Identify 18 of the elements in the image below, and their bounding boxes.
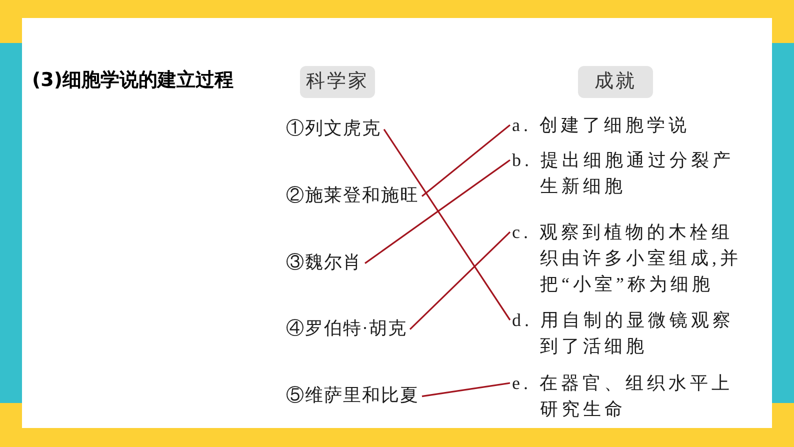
achievement-text: b. 提出细胞通过分裂产生新细胞: [512, 147, 744, 199]
column-header: 科学家: [300, 66, 375, 98]
connector-line: [409, 231, 511, 330]
achievement-text: e. 在器官、组织水平上研究生命: [512, 370, 744, 422]
scientist-name: ③魏尔肖: [286, 249, 362, 275]
scientist-name: ①列文虎克: [286, 115, 381, 141]
scientist-name: ②施莱登和施旺: [286, 182, 419, 208]
title: (3)细胞学说的建立过程: [32, 68, 234, 93]
achievement-text: c. 观察到植物的木栓组织由许多小室组成,并把“小室”称为细胞: [512, 219, 744, 297]
connector-line: [422, 382, 510, 398]
column-header: 成就: [578, 66, 653, 98]
achievement-text: a. 创建了细胞学说: [512, 112, 744, 138]
connector-line: [364, 159, 510, 264]
connector-line: [383, 128, 511, 320]
achievement-text: d. 用自制的显微镜观察到了活细胞: [512, 307, 744, 359]
scientist-name: ④罗伯特·胡克: [286, 315, 407, 341]
scientist-name: ⑤维萨里和比夏: [286, 382, 419, 408]
connector-line: [422, 124, 510, 197]
